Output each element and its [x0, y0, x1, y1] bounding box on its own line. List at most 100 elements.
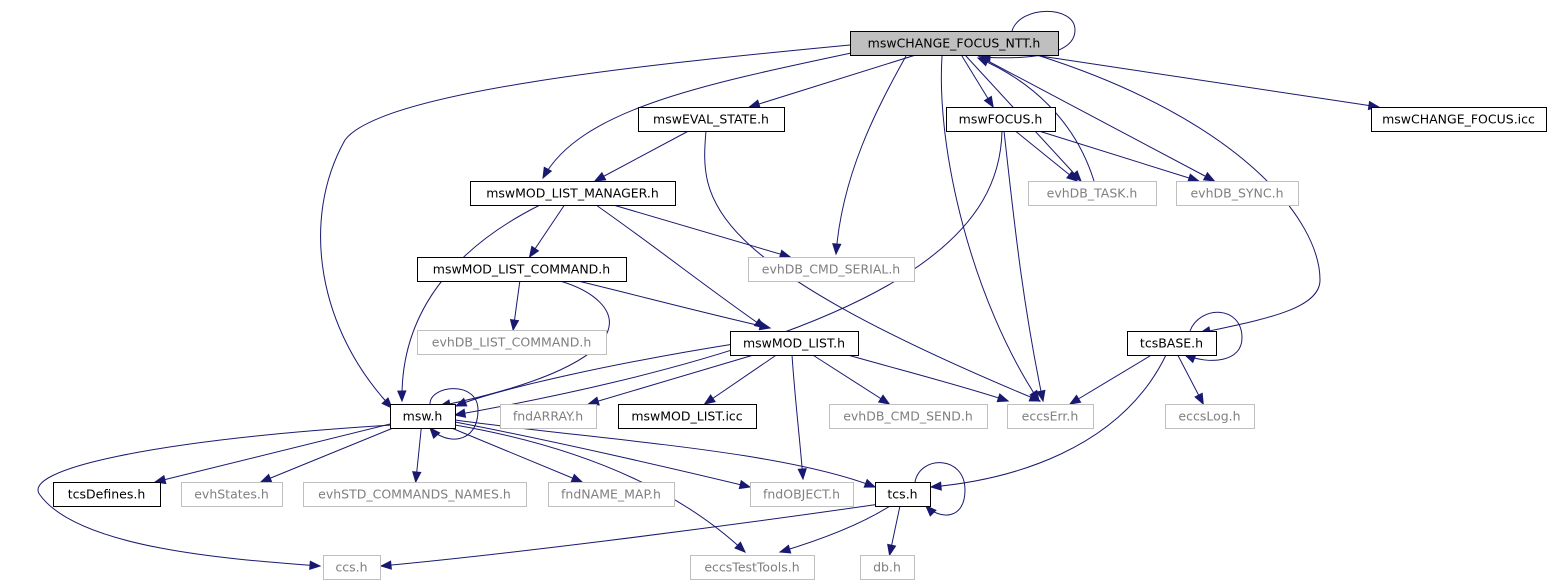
- node-modlisticc[interactable]: mswMOD_LIST.icc: [618, 404, 757, 429]
- node-label: eccsLog.h: [1178, 409, 1240, 424]
- arrowhead: [1066, 170, 1079, 182]
- arrowhead: [748, 99, 761, 109]
- arrowhead: [887, 543, 897, 557]
- arrowhead: [412, 471, 422, 484]
- arrowhead: [703, 394, 716, 405]
- node-box[interactable]: [1371, 107, 1547, 132]
- node-box[interactable]: [748, 257, 915, 282]
- node-listcmd[interactable]: evhDB_LIST_COMMAND.h: [417, 330, 607, 355]
- node-tcsdef[interactable]: tcsDefines.h: [53, 482, 161, 507]
- node-task[interactable]: evhDB_TASK.h: [1028, 181, 1157, 206]
- node-eccslog[interactable]: eccsLog.h: [1165, 404, 1255, 429]
- edge-msw-to-namemap: [451, 427, 584, 483]
- node-label: msw.h: [403, 409, 443, 424]
- node-box[interactable]: [417, 330, 607, 355]
- node-box[interactable]: [1176, 181, 1299, 206]
- edge-tcs-to-testtools: [778, 505, 891, 554]
- node-box[interactable]: [850, 31, 1059, 56]
- edge-mgr-to-cmd: [528, 204, 565, 259]
- arrowhead: [1036, 389, 1046, 403]
- arrowhead: [976, 57, 990, 67]
- node-root[interactable]: mswCHANGE_FOCUS_NTT.h: [850, 31, 1059, 56]
- arrowhead: [929, 481, 942, 491]
- edge-modlist-to-fndarray: [587, 354, 754, 406]
- edge-modlist-to-modlisticc: [703, 354, 777, 405]
- arrowhead: [570, 473, 584, 483]
- node-box[interactable]: [750, 482, 854, 507]
- node-box[interactable]: [730, 331, 859, 356]
- node-label: fndNAME_MAP.h: [561, 487, 661, 502]
- node-box[interactable]: [1165, 404, 1255, 429]
- node-eval[interactable]: mswEVAL_STATE.h: [638, 107, 785, 132]
- node-box[interactable]: [1007, 404, 1094, 429]
- edge-focus-to-sync: [1038, 130, 1200, 183]
- node-box[interactable]: [618, 404, 757, 429]
- node-msw[interactable]: msw.h: [390, 404, 456, 429]
- nodes-layer: mswCHANGE_FOCUS_NTT.h mswEVAL_STATE.h mswF…: [53, 31, 1547, 580]
- node-label: tcs.h: [887, 487, 917, 502]
- node-mgr[interactable]: mswMOD_LIST_MANAGER.h: [470, 181, 676, 206]
- edge-msw-to-tcs: [454, 419, 877, 488]
- edge-root-to-msw: [320, 44, 851, 409]
- node-box[interactable]: [390, 404, 456, 429]
- node-box[interactable]: [500, 404, 597, 429]
- node-box[interactable]: [946, 107, 1056, 132]
- node-icc[interactable]: mswCHANGE_FOCUS.icc: [1371, 107, 1547, 132]
- node-fndarray[interactable]: fndARRAY.h: [500, 404, 597, 429]
- arrowhead: [877, 394, 891, 405]
- edge-tcs-to-ccs: [379, 503, 881, 570]
- node-cmd[interactable]: mswMOD_LIST_COMMAND.h: [417, 257, 627, 282]
- node-box[interactable]: [860, 555, 915, 580]
- node-stdcmd[interactable]: evhSTD_COMMANDS_NAMES.h: [303, 482, 527, 507]
- node-testtools[interactable]: eccsTestTools.h: [690, 555, 815, 580]
- node-send[interactable]: evhDB_CMD_SEND.h: [829, 404, 988, 429]
- arrowhead: [734, 541, 746, 553]
- node-label: evhDB_LIST_COMMAND.h: [432, 335, 592, 350]
- arrowhead: [453, 408, 467, 418]
- node-box[interactable]: [638, 107, 785, 132]
- node-label: evhDB_TASK.h: [1047, 186, 1138, 201]
- edge-root-to-mgr: [542, 51, 857, 180]
- edge-tcsbase-to-eccserr: [1068, 354, 1152, 405]
- node-box[interactable]: [690, 555, 815, 580]
- node-eccserr[interactable]: eccsErr.h: [1007, 404, 1094, 429]
- node-box[interactable]: [548, 482, 675, 507]
- node-box[interactable]: [875, 482, 931, 507]
- edge-modlist-to-send: [812, 354, 891, 405]
- edge-focus-to-task: [1015, 130, 1079, 182]
- node-evhstates[interactable]: evhStates.h: [181, 482, 283, 507]
- edge-modlist-to-msw: [454, 342, 741, 407]
- node-tcs[interactable]: tcs.h: [875, 482, 931, 507]
- arrowhead: [863, 478, 877, 488]
- node-box[interactable]: [181, 482, 283, 507]
- arrowhead: [309, 560, 322, 570]
- edge-task-to-root: [976, 57, 1095, 182]
- node-modlist[interactable]: mswMOD_LIST.h: [730, 331, 859, 356]
- node-namemap[interactable]: fndNAME_MAP.h: [548, 482, 675, 507]
- edge-msw-to-ccs: [37, 424, 393, 570]
- node-box[interactable]: [1028, 181, 1157, 206]
- edge-modlist-to-eccserr: [829, 349, 1010, 403]
- node-db[interactable]: db.h: [860, 555, 915, 580]
- edge-cmd-to-listcmd: [509, 280, 521, 332]
- arrowhead: [758, 321, 772, 331]
- node-serial[interactable]: evhDB_CMD_SERIAL.h: [748, 257, 915, 282]
- node-box[interactable]: [417, 257, 627, 282]
- node-label: mswMOD_LIST.h: [743, 336, 845, 351]
- node-box[interactable]: [1127, 331, 1217, 356]
- node-tcsbase[interactable]: tcsBASE.h: [1127, 331, 1217, 356]
- node-box[interactable]: [829, 404, 988, 429]
- node-box[interactable]: [323, 555, 381, 580]
- node-focus[interactable]: mswFOCUS.h: [946, 107, 1056, 132]
- arrowhead: [593, 171, 607, 182]
- node-label: tcsDefines.h: [68, 487, 146, 502]
- edge-eval-to-eccserr: [704, 130, 1042, 402]
- node-box[interactable]: [470, 181, 676, 206]
- node-box[interactable]: [303, 482, 527, 507]
- arrowhead: [454, 397, 468, 407]
- node-box[interactable]: [53, 482, 161, 507]
- node-label: fndARRAY.h: [513, 409, 583, 424]
- node-sync[interactable]: evhDB_SYNC.h: [1176, 181, 1299, 206]
- node-fndobj[interactable]: fndOBJECT.h: [750, 482, 854, 507]
- node-ccs[interactable]: ccs.h: [323, 555, 381, 580]
